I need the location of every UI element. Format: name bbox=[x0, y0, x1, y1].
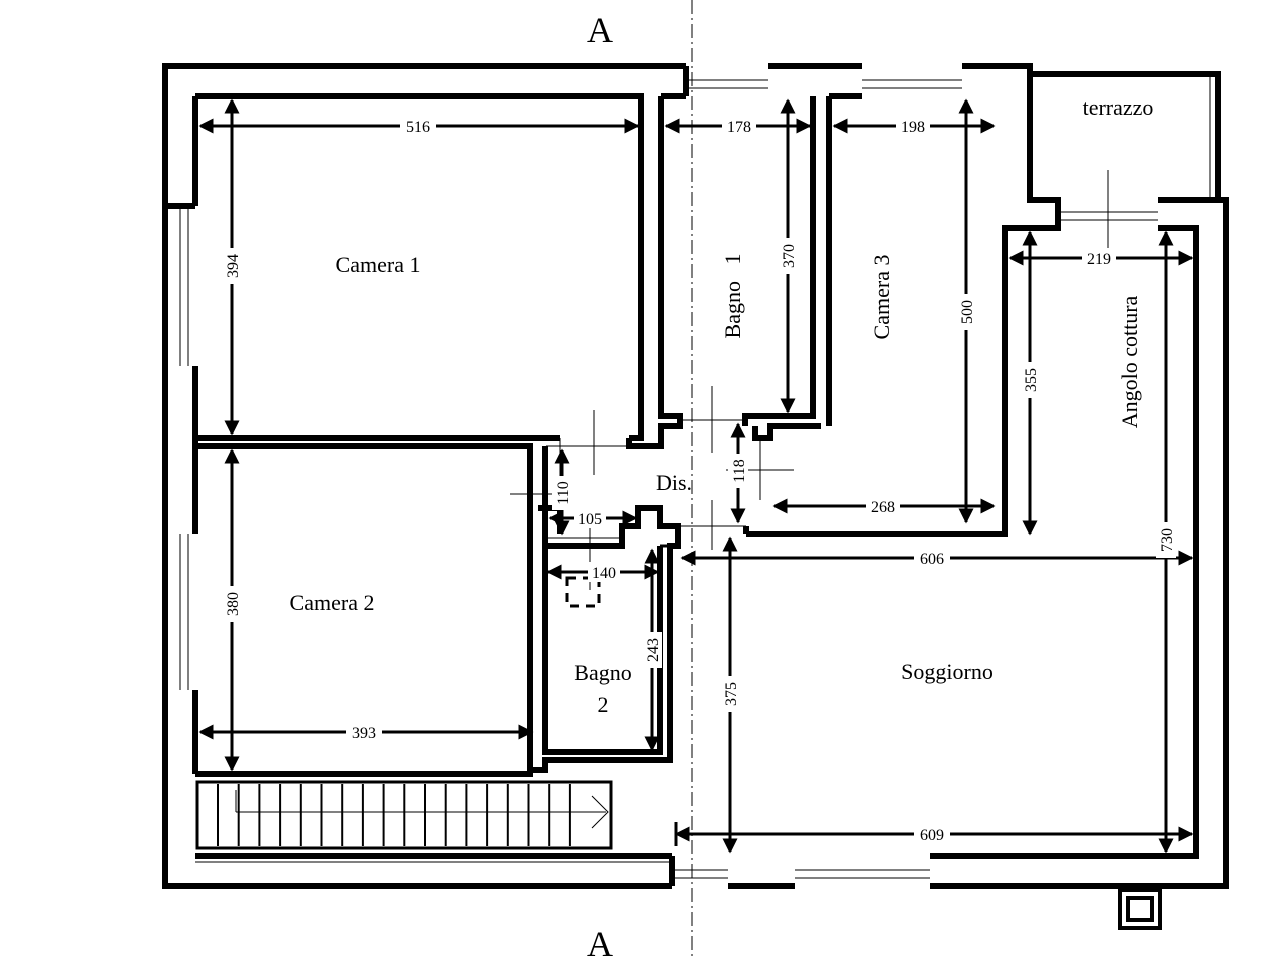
dim-total-right: 730 bbox=[1159, 528, 1176, 552]
dim-camera3-height: 500 bbox=[959, 300, 976, 324]
dim-bagno2-height: 243 bbox=[645, 638, 662, 662]
interior-walls bbox=[195, 93, 862, 777]
room-bagno1-label: Bagno 1 bbox=[720, 254, 745, 339]
chimney bbox=[1118, 888, 1162, 930]
dim-camera2-height: 380 bbox=[225, 592, 242, 616]
dim-camera1-width: 516 bbox=[406, 119, 430, 136]
room-terrazzo-label: terrazzo bbox=[1083, 95, 1154, 120]
room-camera1-label: Camera 1 bbox=[336, 252, 421, 277]
room-dis-label: Dis. bbox=[656, 470, 692, 495]
section-mark-top: A bbox=[587, 10, 613, 50]
room-labels: Camera 1 Camera 2 Camera 3 Bagno 1 Bagno… bbox=[290, 95, 1154, 717]
dim-camera1-height: 394 bbox=[225, 254, 242, 278]
dim-bagno1-height: 370 bbox=[781, 244, 798, 268]
section-mark-bottom: A bbox=[587, 924, 613, 960]
dim-soggiorno-height: 375 bbox=[723, 682, 740, 706]
room-camera2-label: Camera 2 bbox=[290, 590, 375, 615]
room-bagno2-label-1: Bagno bbox=[574, 660, 631, 685]
dim-dis-v: 110 bbox=[555, 481, 572, 504]
room-soggiorno-label: Soggiorno bbox=[901, 659, 993, 684]
dim-soggiorno-width-top: 606 bbox=[920, 551, 944, 568]
dim-bagno1-width: 178 bbox=[727, 119, 751, 136]
exterior-walls bbox=[162, 63, 1229, 889]
section-marks: A A bbox=[587, 10, 613, 960]
dimension-labels: 516 394 178 370 198 500 268 219 355 730 … bbox=[222, 116, 1176, 844]
dim-camera2-width: 393 bbox=[352, 725, 376, 742]
dim-angolo-height: 355 bbox=[1023, 368, 1040, 392]
room-angolo-cottura-label: Angolo cottura bbox=[1117, 295, 1142, 428]
terrazzo-outline bbox=[1030, 71, 1221, 200]
dim-camera3-bottom: 268 bbox=[871, 499, 895, 516]
dim-dis-v2: 118 bbox=[731, 459, 748, 482]
stair bbox=[195, 780, 613, 850]
room-bagno2-label-2: 2 bbox=[598, 692, 609, 717]
dim-angolo-width: 219 bbox=[1087, 251, 1111, 268]
dim-camera3-width: 198 bbox=[901, 119, 925, 136]
dim-dis-h: 105 bbox=[578, 511, 602, 528]
room-camera3-label: Camera 3 bbox=[869, 255, 894, 340]
dim-bagno2-width: 140 bbox=[592, 565, 616, 582]
dim-soggiorno-width-bottom: 609 bbox=[920, 827, 944, 844]
